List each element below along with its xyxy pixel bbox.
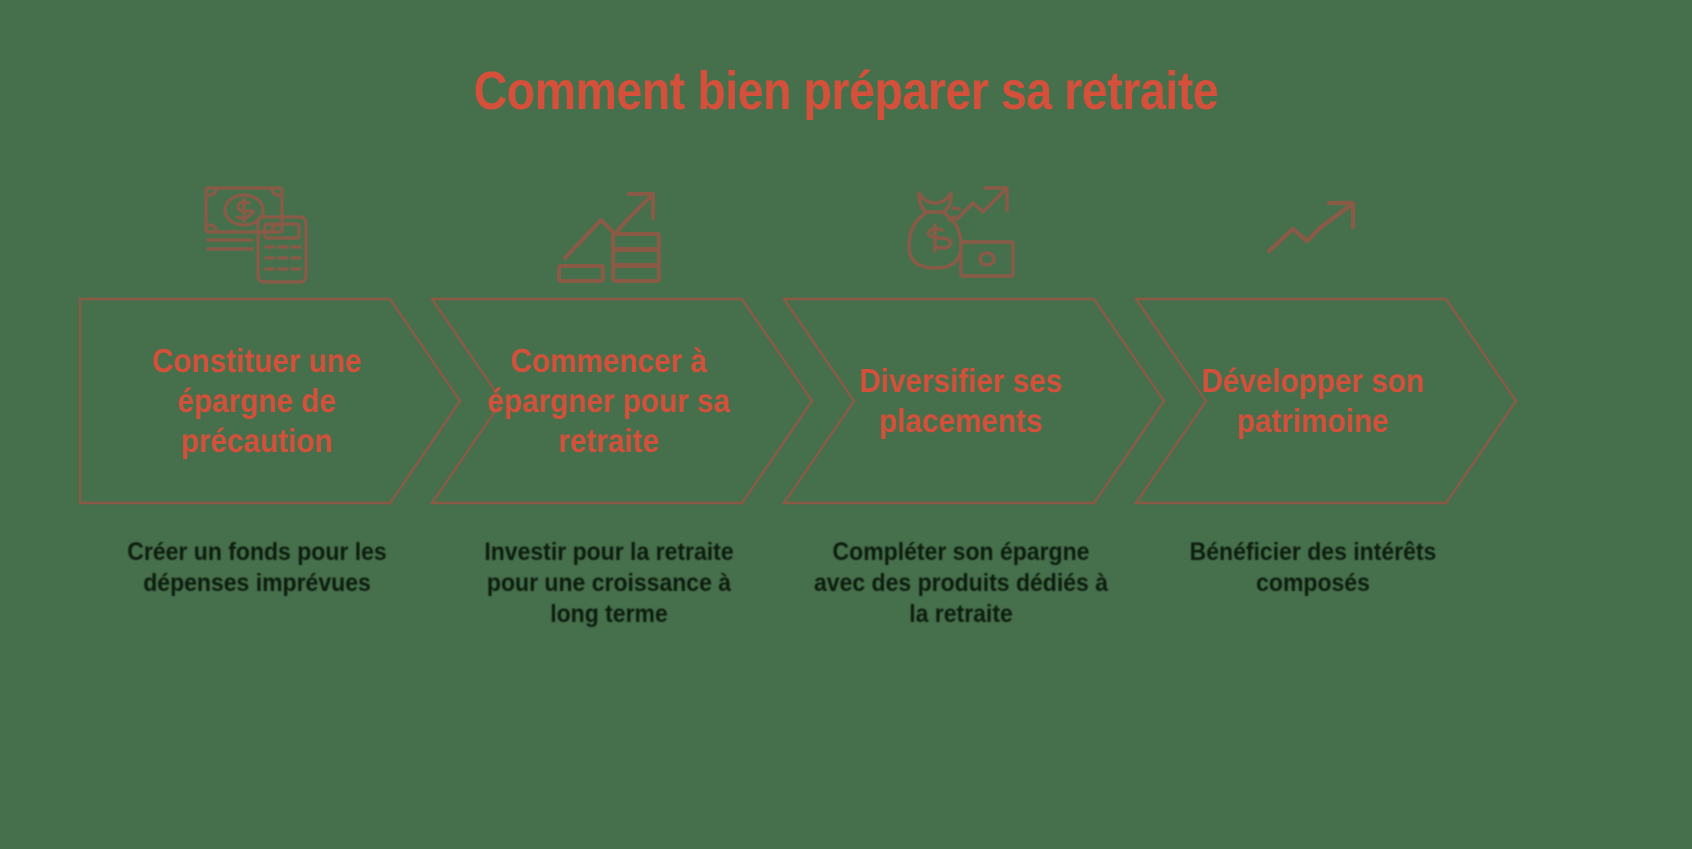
process-step-4: Développer son patrimoine Bénéficier des… — [1133, 175, 1518, 715]
process-step-1: Constituer une épargne de précaution Cré… — [78, 175, 462, 715]
chevron-shape-4 — [1133, 297, 1532, 505]
process-flow: Constituer une épargne de précaution Cré… — [0, 175, 1692, 715]
step-caption-4: Bénéficier des intérêts composés — [1189, 538, 1437, 597]
process-step-2: Commencer à épargner pour sa retraite In… — [429, 175, 814, 715]
step-heading-2: Commencer à épargner pour sa retraite — [487, 341, 731, 460]
step-heading-1: Constituer une épargne de précaution — [152, 341, 362, 460]
growth-arrow-coins-icon — [430, 175, 788, 293]
step-heading-3: Diversifier ses placements — [859, 361, 1063, 439]
step-caption-1: Créer un fonds pour les dépenses imprévu… — [127, 538, 387, 597]
chevron-shape-1 — [78, 297, 476, 505]
step-caption-2: Investir pour la retraite pour une crois… — [484, 538, 734, 628]
step-heading-4: Développer son patrimoine — [1201, 361, 1425, 439]
process-step-3: Diversifier ses placements Compléter son… — [781, 175, 1166, 715]
banknote-calculator-icon — [78, 175, 436, 293]
page-title: Comment bien préparer sa retraite — [473, 61, 1219, 121]
rising-arrow-icon — [1134, 175, 1492, 293]
money-bag-arrow-banknote-icon — [782, 175, 1140, 293]
chevron-shape-2 — [429, 297, 828, 505]
chevron-shape-3 — [781, 297, 1180, 505]
step-caption-3: Compléter son épargne avec des produits … — [813, 538, 1108, 628]
